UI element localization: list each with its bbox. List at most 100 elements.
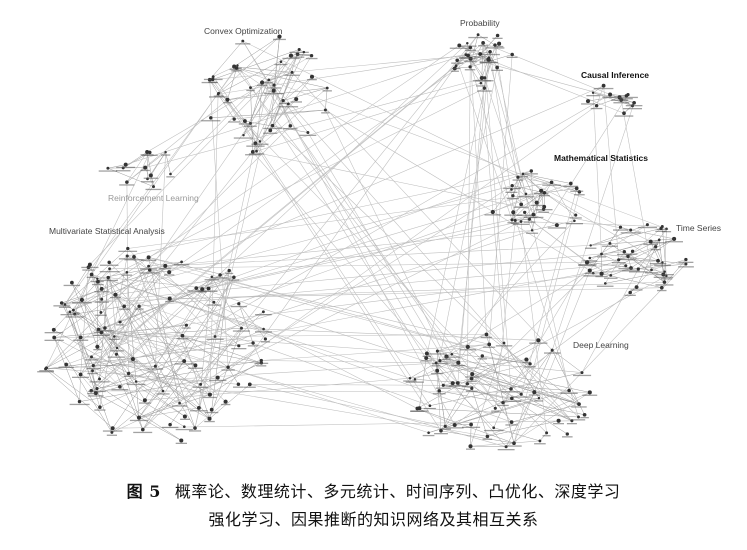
network-node — [323, 108, 327, 112]
network-node — [152, 185, 155, 189]
inter-edge — [132, 230, 533, 360]
node-label-mark — [506, 445, 522, 447]
cluster-label-rl: Reinforcement Learning — [108, 193, 199, 203]
node-label-mark — [464, 69, 476, 71]
inter-edge — [109, 262, 588, 270]
node-label-mark — [617, 253, 632, 256]
node-label-mark — [283, 128, 298, 130]
network-node — [297, 47, 301, 52]
node-label-mark — [431, 365, 441, 367]
node-label-mark — [553, 423, 564, 425]
network-node — [408, 376, 412, 380]
inter-edge — [211, 34, 479, 410]
cluster-label-multivariate: Multivariate Statistical Analysis — [49, 226, 165, 236]
network-node — [110, 426, 115, 431]
network-node — [624, 264, 628, 268]
node-label-mark — [529, 342, 548, 344]
network-node — [574, 213, 578, 217]
inter-edge — [291, 72, 553, 351]
inter-edge — [211, 276, 490, 345]
network-node — [262, 327, 265, 331]
node-label-mark — [243, 386, 256, 388]
node-label-mark — [278, 102, 288, 105]
network-node — [213, 335, 217, 338]
network-node — [662, 280, 667, 284]
node-label-mark — [435, 387, 451, 389]
intra-edge — [217, 93, 235, 120]
network-node — [465, 382, 470, 386]
inter-edge — [93, 265, 626, 366]
network-node — [591, 91, 595, 95]
node-label-mark — [655, 284, 674, 286]
network-node — [290, 70, 294, 74]
network-node — [542, 204, 547, 209]
network-node — [504, 445, 508, 449]
node-label-mark — [494, 45, 504, 48]
node-label-mark — [161, 426, 179, 429]
network-node — [114, 352, 119, 356]
node-label-mark — [94, 409, 106, 411]
network-node — [146, 255, 151, 260]
cluster-label-causal: Causal Inference — [581, 70, 649, 80]
node-label-mark — [655, 274, 674, 276]
inter-edge — [249, 384, 446, 427]
intra-edge — [79, 374, 81, 402]
node-label-mark — [459, 349, 476, 351]
node-label-mark — [458, 45, 477, 47]
node-label-mark — [547, 227, 566, 229]
intra-edge — [586, 259, 619, 263]
inter-edge — [61, 281, 665, 304]
intra-edge — [115, 294, 183, 336]
network-node — [519, 392, 523, 396]
intra-edge — [481, 42, 484, 79]
intra-edge — [283, 100, 309, 133]
network-node — [100, 297, 104, 301]
node-label-mark — [483, 429, 504, 432]
network-node — [441, 383, 445, 387]
intra-edge — [211, 276, 242, 329]
network-node — [118, 320, 122, 324]
inter-edge — [202, 288, 512, 390]
intra-edge — [99, 328, 264, 408]
network-node — [577, 402, 581, 406]
network-node — [556, 418, 561, 423]
node-label-mark — [618, 268, 634, 270]
intra-edge — [209, 40, 243, 80]
network-node — [456, 360, 461, 365]
inter-edge — [488, 54, 513, 345]
intra-edge — [45, 342, 254, 370]
network-node — [148, 150, 152, 155]
inter-edge — [268, 79, 455, 426]
node-label-mark — [461, 386, 473, 388]
intra-edge — [98, 288, 203, 330]
intra-edge — [92, 370, 185, 427]
network-node — [435, 368, 440, 373]
node-label-mark — [134, 308, 144, 310]
intra-edge — [445, 393, 522, 427]
node-label-mark — [655, 230, 667, 232]
node-label-mark — [475, 80, 494, 82]
network-node — [476, 33, 480, 37]
inter-edge — [127, 192, 545, 249]
network-node — [164, 150, 167, 154]
network-node — [123, 162, 128, 167]
network-node — [89, 272, 94, 277]
node-label-mark — [482, 438, 493, 440]
network-node — [479, 81, 483, 85]
inter-edge — [551, 102, 635, 351]
network-node — [217, 91, 221, 95]
node-label-mark — [423, 407, 436, 410]
inter-edge — [115, 294, 430, 406]
node-label-mark — [523, 221, 536, 223]
node-label-mark — [230, 305, 247, 308]
network-node — [179, 438, 184, 443]
node-label-mark — [513, 206, 529, 208]
network-node — [218, 273, 222, 277]
intra-edge — [243, 55, 292, 136]
intra-edge — [505, 392, 590, 447]
network-node — [209, 116, 213, 120]
node-label-mark — [491, 410, 500, 412]
network-node — [261, 310, 265, 314]
network-node — [502, 341, 506, 345]
network-node — [537, 396, 541, 400]
